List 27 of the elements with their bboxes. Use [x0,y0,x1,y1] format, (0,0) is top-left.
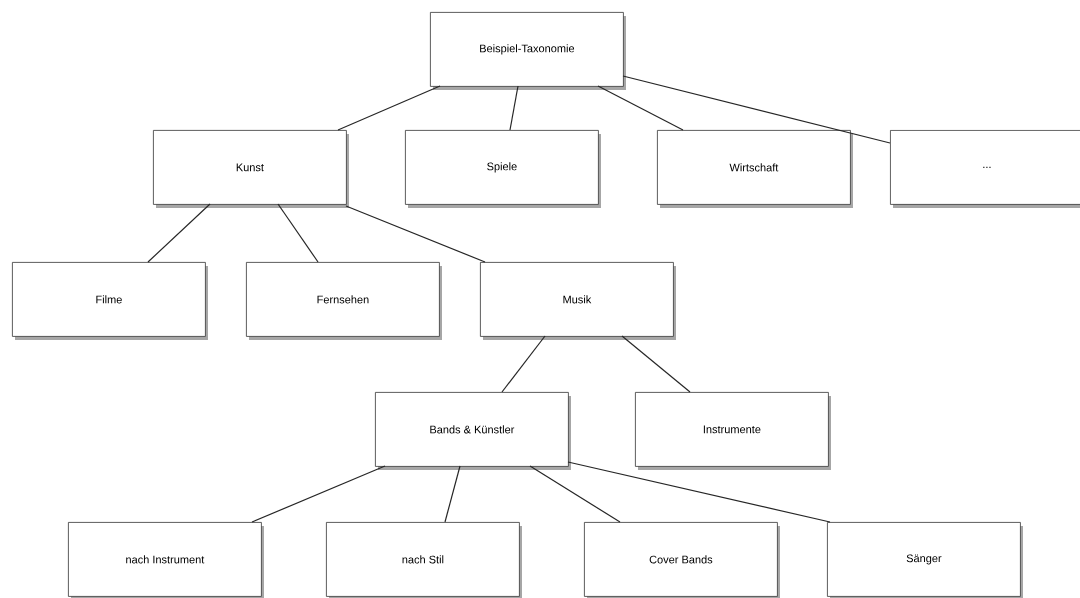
category-box: Musik [480,262,676,340]
category-box: nach Stil [326,522,522,598]
connector-line [529,465,621,523]
connector-line [147,203,211,263]
category-box: Kunst [153,130,349,208]
connector-line [444,465,461,523]
category-box: Sänger [827,522,1023,598]
connector-line [501,335,546,393]
category-box: Beispiel-Taxonomie [430,12,626,90]
category-box: Bands & Künstler [375,392,571,470]
connector-line [509,85,519,131]
category-box: Cover Bands [584,522,780,598]
category-box: Fernsehen [246,262,442,340]
connector-line [251,465,386,523]
connector-line [337,85,441,131]
category-box: Instrumente [635,392,831,470]
connector-line [622,75,891,144]
category-box: Spiele [405,130,601,208]
category-box: ... [890,130,1080,208]
connector-line [345,205,486,263]
connector-line [277,203,319,263]
category-box: Wirtschaft [657,130,853,208]
connector-line [567,461,831,523]
connector-line [597,85,684,131]
connector-line [621,335,691,393]
category-box: nach Instrument [68,522,264,598]
category-box: Filme [12,262,208,340]
